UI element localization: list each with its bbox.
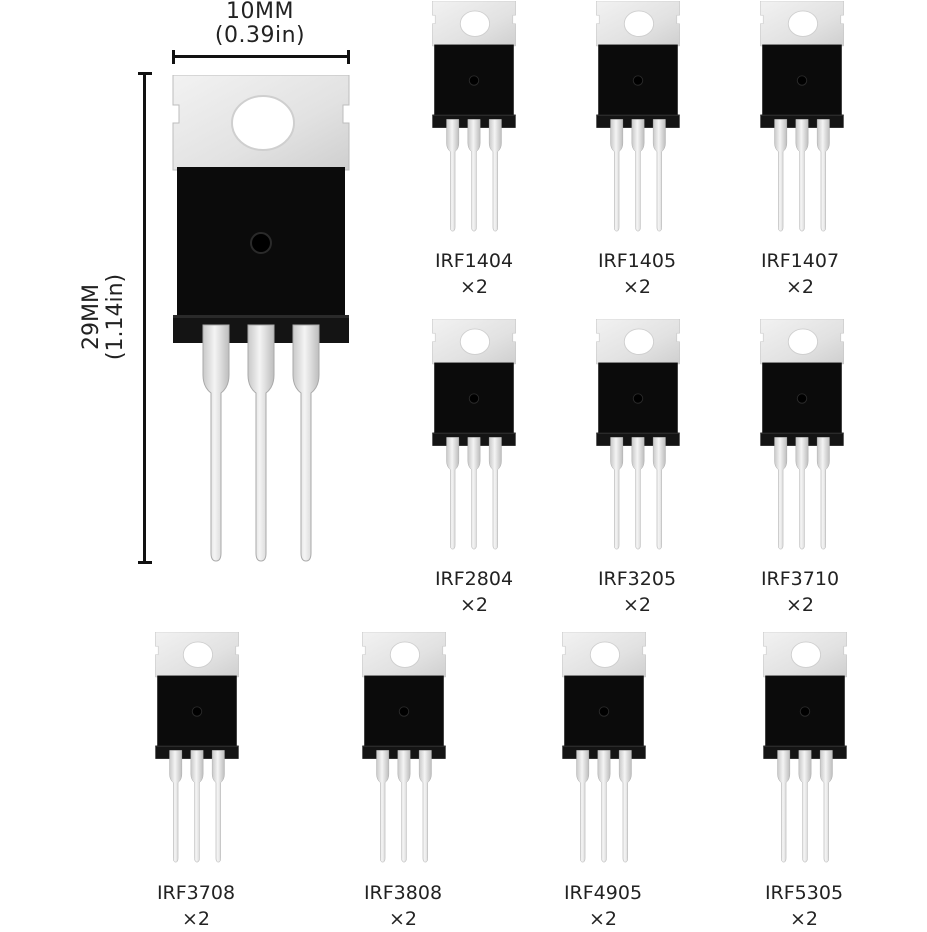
to220-transistor-icon — [154, 632, 240, 864]
product-label-irf3808: IRF3808 ×2 — [333, 880, 473, 932]
part-number: IRF3205 — [597, 568, 677, 590]
height-dimension-line — [143, 73, 146, 563]
to220-transistor-icon — [170, 75, 352, 565]
product-image-irf5305 — [762, 632, 848, 864]
part-number: IRF1407 — [760, 250, 840, 272]
part-number: IRF3708 — [156, 882, 236, 904]
to220-transistor-icon — [762, 632, 848, 864]
part-number: IRF2804 — [434, 568, 514, 590]
product-label-irf1407: IRF1407 ×2 — [730, 248, 870, 300]
part-quantity: ×2 — [785, 594, 814, 616]
height-dimension-tick-top — [138, 72, 152, 75]
product-image-irf3808 — [361, 632, 447, 864]
part-quantity: ×2 — [459, 276, 488, 298]
part-quantity: ×2 — [459, 594, 488, 616]
part-number: IRF4905 — [563, 882, 643, 904]
part-number: IRF3710 — [760, 568, 840, 590]
height-dimension-mm: 29MM — [79, 284, 104, 350]
to220-transistor-icon — [595, 1, 681, 233]
product-image-irf4905 — [561, 632, 647, 864]
width-dimension-in: (0.39in) — [214, 23, 306, 48]
part-quantity: ×2 — [388, 908, 417, 930]
to220-transistor-icon — [361, 632, 447, 864]
part-quantity: ×2 — [622, 276, 651, 298]
to220-transistor-icon — [759, 319, 845, 551]
product-label-irf3205: IRF3205 ×2 — [567, 566, 707, 618]
product-image-irf3710 — [759, 319, 845, 551]
width-dimension-tick-left — [172, 50, 175, 64]
to220-transistor-icon — [759, 1, 845, 233]
to220-transistor-icon — [431, 1, 517, 233]
part-number: IRF5305 — [764, 882, 844, 904]
part-number: IRF1405 — [597, 250, 677, 272]
product-image-irf2804 — [431, 319, 517, 551]
product-image-irf3708 — [154, 632, 240, 864]
part-quantity: ×2 — [785, 276, 814, 298]
width-dimension-mm: 10MM — [226, 0, 294, 24]
product-label-irf5305: IRF5305 ×2 — [734, 880, 874, 932]
height-dimension-in: (1.14in) — [103, 273, 128, 361]
part-number: IRF3808 — [363, 882, 443, 904]
width-dimension-tick-right — [347, 50, 350, 64]
part-quantity: ×2 — [789, 908, 818, 930]
product-label-irf1404: IRF1404 ×2 — [404, 248, 544, 300]
part-quantity: ×2 — [588, 908, 617, 930]
product-label-irf1405: IRF1405 ×2 — [567, 248, 707, 300]
product-image-irf1405 — [595, 1, 681, 233]
product-image-irf1407 — [759, 1, 845, 233]
product-image-irf1404 — [431, 1, 517, 233]
height-dimension-label: 29MM (1.14in) — [79, 242, 130, 392]
part-quantity: ×2 — [181, 908, 210, 930]
product-label-irf3708: IRF3708 ×2 — [126, 880, 266, 932]
product-image-irf3205 — [595, 319, 681, 551]
product-label-irf4905: IRF4905 ×2 — [533, 880, 673, 932]
width-dimension-line — [172, 55, 350, 58]
part-number: IRF1404 — [434, 250, 514, 272]
to220-transistor-icon — [595, 319, 681, 551]
product-label-irf2804: IRF2804 ×2 — [404, 566, 544, 618]
height-dimension-tick-bottom — [138, 561, 152, 564]
part-quantity: ×2 — [622, 594, 651, 616]
to220-transistor-icon — [431, 319, 517, 551]
to220-transistor-icon — [561, 632, 647, 864]
featured-transistor-image — [170, 75, 352, 565]
product-label-irf3710: IRF3710 ×2 — [730, 566, 870, 618]
